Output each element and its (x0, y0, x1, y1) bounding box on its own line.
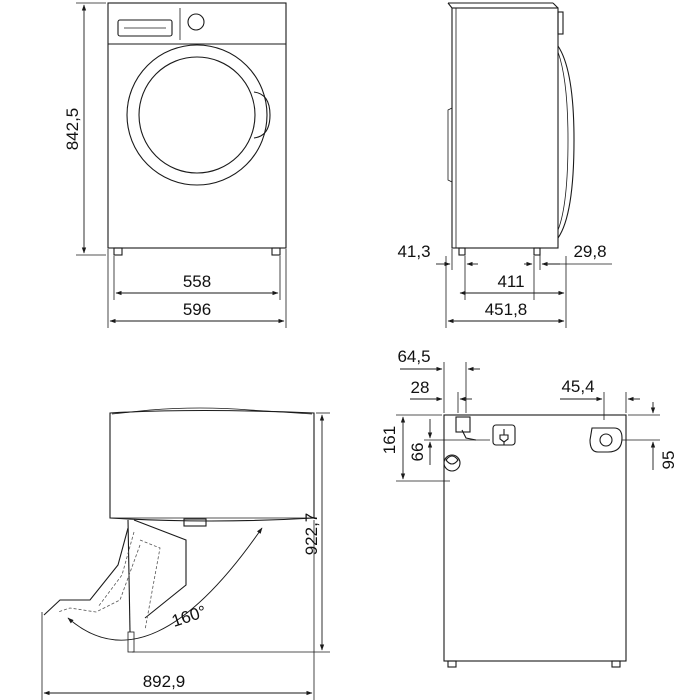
inlet-valve-icon (443, 454, 461, 472)
door-handle (253, 91, 271, 139)
door-angle-arc (67, 527, 263, 641)
inlet-pipe (461, 429, 477, 441)
drain-outlet-icon (589, 427, 623, 453)
side-cabinet (451, 7, 559, 249)
door-angle-label: 160° (169, 602, 208, 631)
front-dimensions: 842,5 558 596 (63, 2, 287, 328)
rear-right-foot (611, 660, 621, 668)
door-open-depth-label: 892,9 (143, 672, 186, 691)
right-foot (271, 247, 281, 256)
inlet-height-label: 161 (380, 426, 399, 454)
rear-view (443, 414, 627, 668)
side-rear-bulge (447, 107, 453, 183)
door-hinge-plate (183, 518, 207, 527)
door-glass (138, 56, 256, 174)
rear-left-foot (447, 660, 457, 668)
hinge-block (127, 631, 135, 653)
left-foot (113, 247, 123, 256)
door-dimensions: 922,7 892,9 (41, 412, 330, 700)
plug-icon (499, 429, 509, 445)
door-open-dashed-2 (57, 544, 141, 613)
width-feet-label: 558 (183, 272, 211, 291)
inlet-bracket (455, 416, 471, 433)
program-knob (187, 13, 205, 31)
plug-offset-label: 28 (411, 378, 430, 397)
door-inner-contour (133, 519, 187, 619)
detergent-drawer (117, 19, 173, 37)
door-open-dashed-3 (139, 539, 161, 631)
drain-offset-label: 45,4 (561, 377, 594, 396)
plug-height-label: 66 (408, 443, 427, 462)
front-view (107, 2, 287, 256)
side-knob (557, 11, 564, 35)
drain-height-label: 95 (659, 451, 678, 470)
top-view-body (109, 409, 315, 522)
door-open-height-label: 922,7 (302, 513, 321, 556)
width-total-label: 596 (183, 300, 211, 319)
inlet-offset-label: 64,5 (397, 347, 430, 366)
side-door-bulge (557, 45, 575, 239)
side-rear-foot (533, 247, 541, 256)
depth-body-label: 411 (497, 272, 524, 291)
door-outer-contour (43, 527, 129, 616)
rear-cabinet (443, 414, 627, 662)
rear-offset-label: 29,8 (573, 242, 606, 261)
rear-dimensions: 64,5 28 45,4 161 66 95 (380, 347, 678, 482)
side-dimensions: 41,3 29,8 411 451,8 (397, 242, 612, 328)
door-ring (126, 44, 268, 186)
front-offset-label: 41,3 (397, 242, 430, 261)
top-view-door: 160° (43, 407, 315, 653)
side-front-foot (458, 247, 466, 256)
depth-total-label: 451,8 (485, 300, 528, 319)
side-view (447, 2, 575, 256)
height-front-label: 842,5 (63, 108, 82, 151)
front-cabinet (107, 2, 287, 249)
